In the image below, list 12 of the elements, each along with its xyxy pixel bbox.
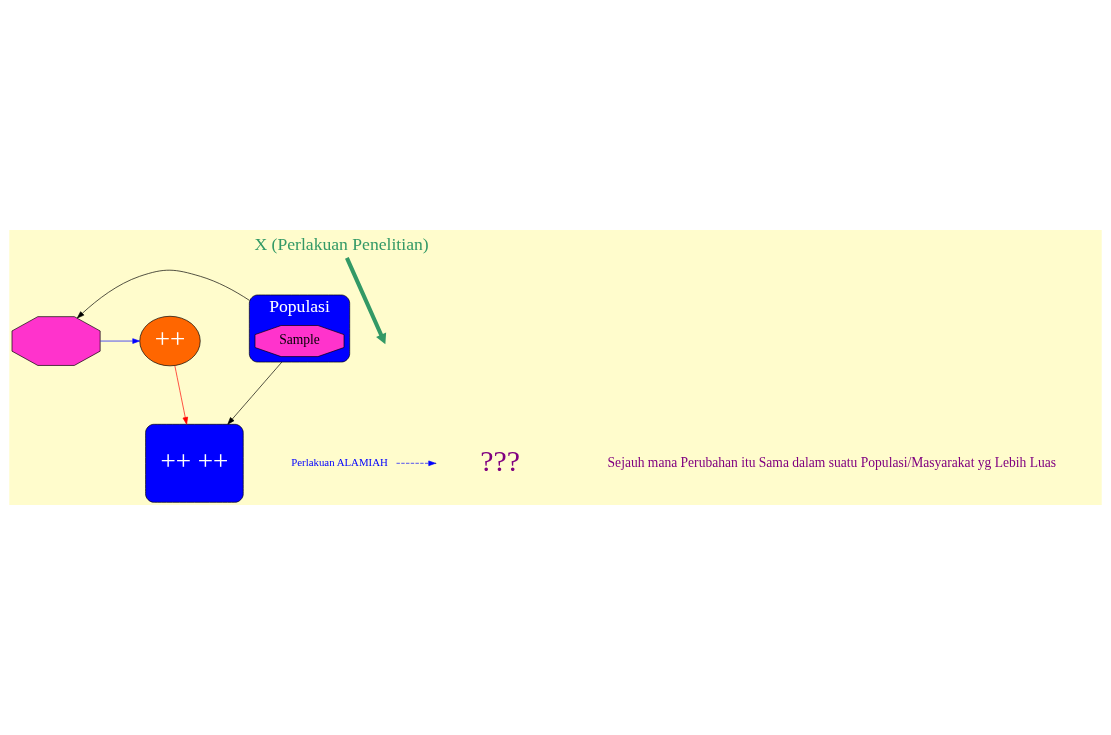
node-text: X (Perlakuan Penelitian) bbox=[254, 233, 429, 254]
arrow bbox=[227, 361, 283, 425]
arrow bbox=[396, 460, 436, 466]
node-box: ++ ++ bbox=[145, 423, 244, 503]
node-octagon bbox=[11, 316, 101, 366]
label: ??? bbox=[480, 443, 521, 477]
arrow bbox=[174, 365, 188, 425]
arrow bbox=[100, 338, 140, 344]
label: Sejauh mana Perubahan itu Sama dalam suatu Populasi/Masyarakat yg Lebih Luas bbox=[607, 454, 1057, 470]
arrow bbox=[76, 269, 250, 319]
node-ellipse: ++ bbox=[139, 315, 201, 367]
node-text: Perlakuan ALAMIAH bbox=[291, 455, 388, 468]
